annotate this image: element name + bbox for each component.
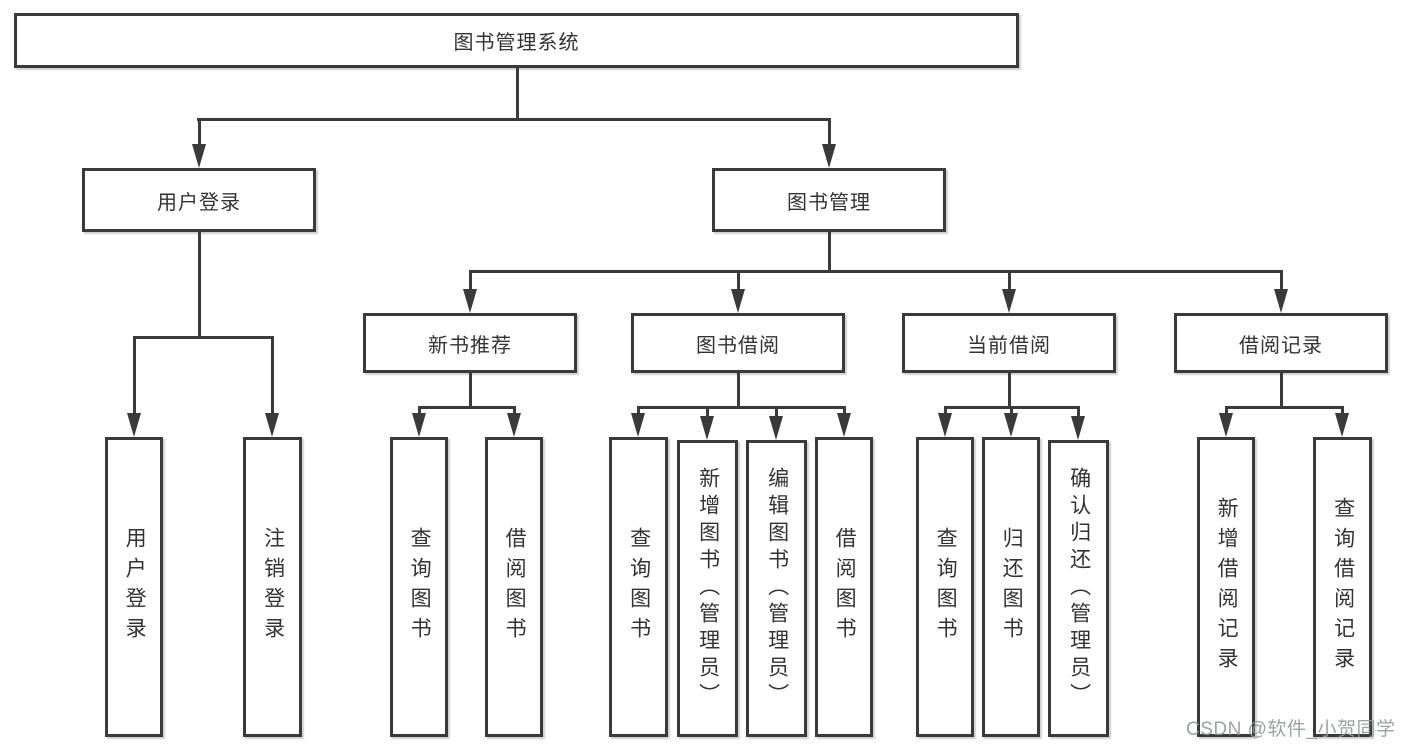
node-label: 查询图书	[627, 527, 651, 647]
arrowhead-icon	[1071, 416, 1085, 440]
node-label: 借阅图书	[833, 527, 857, 647]
node-current-borrow: 当前借阅	[902, 313, 1116, 373]
connector-stem	[468, 270, 472, 291]
connector-newbook-drop	[468, 373, 472, 406]
leaf-logout: 注销登录	[243, 437, 302, 737]
connector-stem	[1076, 406, 1080, 418]
node-label: 编辑图书（管理员）	[765, 467, 789, 710]
connector-stem	[736, 270, 740, 291]
node-book-borrow: 图书借阅	[631, 313, 845, 373]
connector-stem	[1340, 406, 1344, 415]
arrowhead-icon	[1274, 289, 1288, 313]
leaf-confirm-return-admin: 确认归还（管理员）	[1048, 440, 1109, 737]
arrowhead-icon	[265, 413, 279, 437]
arrowhead-icon	[1335, 413, 1349, 437]
connector-borrow-rail	[636, 406, 846, 409]
connector-stem	[512, 406, 516, 415]
node-user-login: 用户登录	[82, 168, 316, 232]
arrowhead-icon	[463, 289, 477, 313]
arrowhead-icon	[631, 413, 645, 437]
connector-stem	[943, 406, 947, 415]
connector-stem	[1007, 270, 1011, 291]
arrowhead-icon	[192, 144, 206, 168]
arrowhead-icon	[127, 413, 141, 437]
node-label: 用户登录	[123, 527, 147, 647]
arrowhead-icon	[700, 416, 714, 440]
connector-stem	[705, 406, 709, 418]
arrowhead-icon	[1002, 289, 1016, 313]
connector-stem	[1009, 406, 1013, 415]
leaf-edit-books-admin: 编辑图书（管理员）	[746, 440, 807, 737]
node-label: 借阅图书	[503, 527, 527, 647]
arrowhead-icon	[769, 416, 783, 440]
node-label: 归还图书	[1000, 527, 1024, 647]
arrowhead-icon	[1219, 413, 1233, 437]
leaf-query-books-recommend: 查询图书	[390, 437, 448, 737]
node-label: 查询图书	[934, 527, 958, 647]
connector-stem	[1224, 406, 1228, 415]
connector-records-drop	[1279, 373, 1283, 406]
connector-stem	[417, 406, 421, 415]
node-label: 图书管理系统	[453, 32, 580, 54]
arrowhead-icon	[938, 413, 952, 437]
connector-stem	[842, 406, 846, 415]
node-label: 图书管理	[787, 191, 871, 214]
node-root: 图书管理系统	[14, 13, 1019, 68]
node-label: 新增借阅记录	[1215, 497, 1239, 677]
connector-stem	[132, 336, 136, 415]
node-label: 用户登录	[157, 191, 241, 214]
csdn-watermark: CSDN @软件_小贺同学	[1186, 719, 1396, 740]
node-label: 注销登录	[261, 527, 285, 647]
arrowhead-icon	[731, 289, 745, 313]
connector-stem	[270, 336, 274, 415]
connector-root-rail	[197, 118, 831, 121]
node-label: 图书借阅	[696, 334, 780, 357]
node-label: 确认归还（管理员）	[1067, 467, 1091, 710]
connector-records-rail	[1224, 406, 1344, 409]
node-label: 新增图书（管理员）	[696, 467, 720, 710]
node-label: 查询借阅记录	[1331, 497, 1355, 677]
leaf-add-books-admin: 新增图书（管理员）	[677, 440, 738, 737]
node-new-book-recommend: 新书推荐	[363, 313, 577, 373]
node-label: 借阅记录	[1239, 334, 1323, 357]
connector-stem	[636, 406, 640, 415]
connector-stem	[1279, 270, 1283, 291]
arrowhead-icon	[1004, 413, 1018, 437]
node-borrow-records: 借阅记录	[1174, 313, 1388, 373]
connector-stem	[197, 118, 201, 146]
arrowhead-icon	[507, 413, 521, 437]
node-label: 新书推荐	[428, 334, 512, 357]
arrowhead-icon	[837, 413, 851, 437]
node-book-management: 图书管理	[712, 168, 946, 232]
connector-newbook-rail	[417, 406, 516, 409]
connector-bookmgmt-drop	[827, 232, 831, 270]
node-label: 查询图书	[408, 527, 432, 647]
leaf-borrow-books: 借阅图书	[815, 437, 873, 737]
leaf-query-borrow-record: 查询借阅记录	[1313, 437, 1372, 737]
leaf-user-login: 用户登录	[105, 437, 163, 737]
connector-current-drop	[1007, 373, 1011, 406]
arrowhead-icon	[822, 144, 836, 168]
leaf-return-books: 归还图书	[982, 437, 1040, 737]
leaf-add-borrow-record: 新增借阅记录	[1197, 437, 1255, 737]
connector-stem	[774, 406, 778, 418]
connector-borrow-drop	[736, 373, 740, 406]
leaf-query-books-current: 查询图书	[916, 437, 974, 737]
leaf-borrow-books-recommend: 借阅图书	[485, 437, 543, 737]
arrowhead-icon	[412, 413, 426, 437]
connector-userlogin-rail	[132, 336, 274, 339]
connector-userlogin-drop	[197, 232, 201, 336]
connector-stem	[827, 118, 831, 146]
node-label: 当前借阅	[967, 334, 1051, 357]
connector-root-drop	[515, 68, 519, 118]
leaf-query-books-borrow: 查询图书	[609, 437, 668, 737]
connector-bookmgmt-rail	[468, 270, 1283, 273]
